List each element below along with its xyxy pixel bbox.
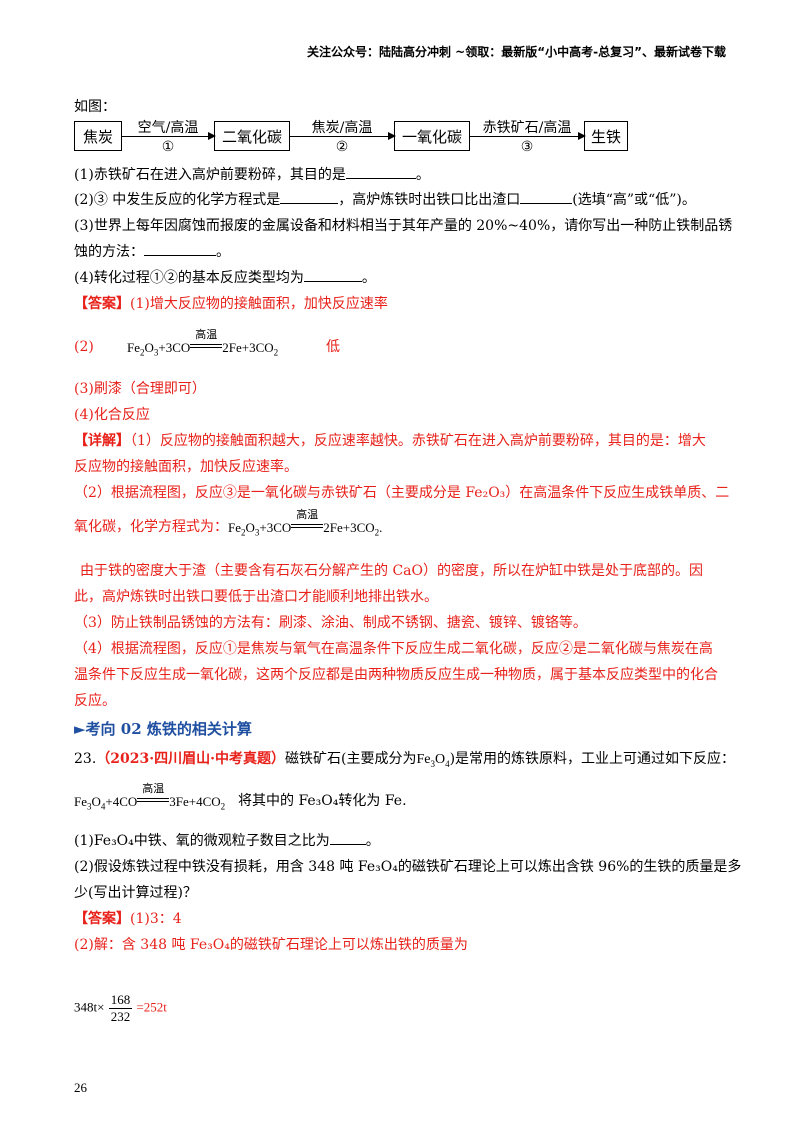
section-heading: ►考向 02 炼铁的相关计算 [74,720,252,738]
question-2: (2)③ 中发生反应的化学方程式是，高炉炼铁时出铁口比出渣口(选填“高”或“低”… [74,191,696,208]
answer-blank [329,832,366,845]
flow-box-coke: 焦炭 [74,121,122,151]
detail-line-9: 温条件下反应生成一氧化碳，这两个反应都是由两种物质反应生成一种物质，属于基本反应… [74,667,718,683]
detail-line-8: （4）根据流程图，反应①是焦炭与氧气在高温条件下反应生成二氧化碳，反应②是二氧化… [74,641,713,657]
detail-line-1: 【详解】（1）反应物的接触面积越大，反应速率越快。赤铁矿石在进入高炉前要粉碎，其… [74,433,706,449]
answer-blank [345,166,416,179]
question-1: (1)赤铁矿石在进入高炉前要粉碎，其目的是。 [74,166,430,183]
flow-arrow-1 [122,132,216,140]
answer-blank [144,243,216,256]
answer-23-calculation: 348t× 168 232 =252t [74,992,167,1024]
answer-4: (4)化合反应 [74,407,150,423]
intro-text: 如图： [74,99,116,115]
answer-23-part-2: (2)解：含 348 吨 Fe₃O₄的磁铁矿石理论上可以炼出铁的质量为 [74,937,468,953]
answer-2-number: (2) [74,339,94,355]
question-23-equation-tail: 将其中的 Fe₃O₄转化为 Fe. [238,793,407,809]
question-23-stem: 23.（2023·四川眉山·中考真题）磁铁矿石(主要成分为Fe3O4)是常用的炼… [74,751,736,769]
detail-line-7: （3）防止铁制品锈蚀的方法有：刷漆、涂油、制成不锈钢、搪瓷、镀锌、镀铬等。 [74,615,587,631]
flow-arrow-3 [470,132,586,140]
flow-box-co: 一氧化碳 [394,121,470,151]
page-header: 关注公众号：陆陆高分冲刺 ~领取：最新版“小中高考-总复习”、最新试卷下载 [307,45,726,59]
flow-arrow-3-condition: 赤铁矿石/高温 [482,120,572,136]
answer-23-part-1: 【答案】(1)3：4 [74,911,182,927]
answer-blank [303,269,362,282]
flow-arrow-2 [290,132,396,140]
question-23-part-2-line-2: 少(写出计算过程)？ [74,885,197,901]
answer-blank [280,191,339,204]
flow-arrow-1-condition: 空气/高温 [137,120,199,136]
detail-line-10: 反应。 [74,693,116,709]
question-4: (4)转化过程①②的基本反应类型均为。 [74,269,376,286]
flow-arrow-3-step: ③ [520,139,534,155]
detail-line-5: 由于铁的密度大于渣（主要含有石灰石分解产生的 CaO）的密度，所以在炉缸中铁是处… [80,563,703,579]
question-23-part-1: (1)Fe₃O₄中铁、氧的微观粒子数目之比为。 [74,832,380,849]
detail-line-4: 氧化碳，化学方程式为： [74,519,228,535]
answer-2-low: 低 [326,339,340,355]
flow-arrow-2-step: ② [335,139,349,155]
page-number: 26 [74,1080,87,1095]
detail-line-6: 此，高炉炼铁时出铁口要低于出渣口才能顺利地排出铁水。 [74,589,438,605]
flow-arrow-2-condition: 焦炭/高温 [311,120,373,136]
answer-3: (3)刷漆（合理即可） [74,381,206,397]
answer-blank [520,191,573,204]
question-23-part-2-line-1: (2)假设炼铁过程中铁没有损耗，用含 348 吨 Fe₃O₄的磁铁矿石理论上可以… [74,859,742,875]
detail-line-3: （2）根据流程图，反应③是一氧化碳与赤铁矿石（主要成分是 Fe₂O₃）在高温条件… [74,485,730,501]
answer-1: 【答案】(1)增大反应物的接触面积，加快反应速率 [74,296,388,312]
question-3-line-2: 蚀的方法：。 [74,243,230,260]
question-3-line-1: (3)世界上每年因腐蚀而报废的金属设备和材料相当于其年产量的 20%~40%，请… [74,218,733,234]
flow-box-pig-iron: 生铁 [584,121,628,151]
detail-line-2: 反应物的接触面积，加快反应速率。 [74,459,298,475]
flow-box-co2: 二氧化碳 [214,121,290,151]
flow-arrow-1-step: ① [161,139,175,155]
